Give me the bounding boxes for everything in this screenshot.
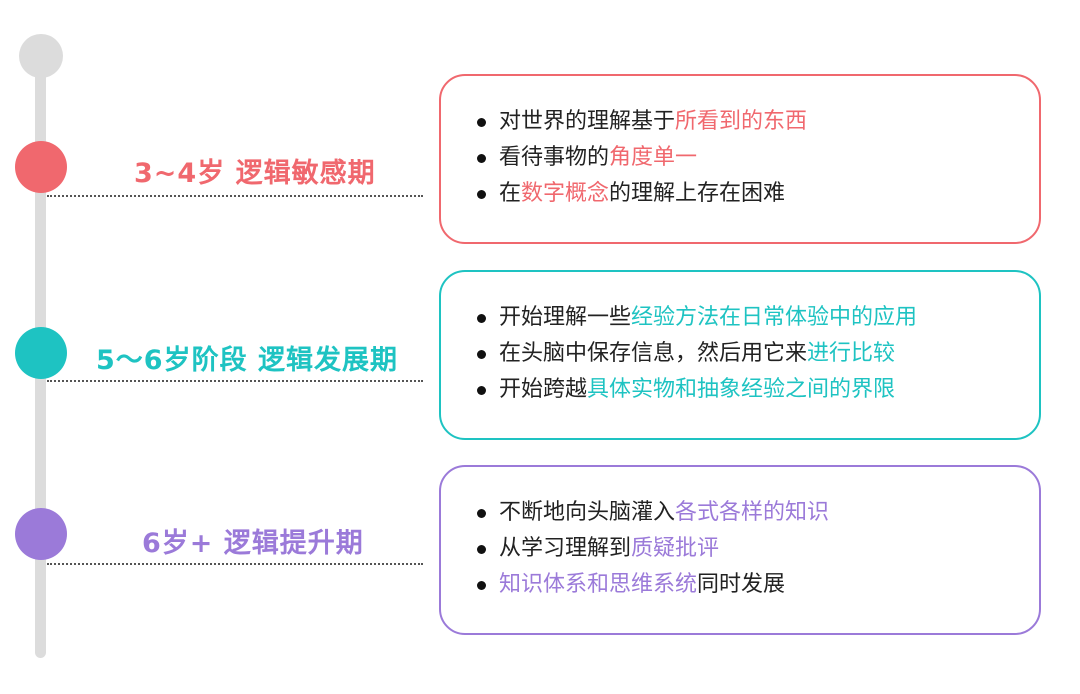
stage-3-card: 不断地向头脑灌入各式各样的知识 从学习理解到质疑批评 知识体系和思维系统同时发展 bbox=[439, 465, 1041, 635]
bullet-icon bbox=[477, 154, 486, 163]
timeline-start-dot bbox=[19, 34, 63, 78]
list-item: 知识体系和思维系统同时发展 bbox=[477, 567, 829, 603]
list-item: 开始理解一些经验方法在日常体验中的应用 bbox=[477, 300, 917, 336]
list-item: 不断地向头脑灌入各式各样的知识 bbox=[477, 495, 829, 531]
bullet-icon bbox=[477, 386, 486, 395]
list-item: 从学习理解到质疑批评 bbox=[477, 531, 829, 567]
bullet-icon bbox=[477, 118, 486, 127]
bullet-icon bbox=[477, 350, 486, 359]
stage-2-connector bbox=[47, 380, 423, 382]
stage-2-dot bbox=[15, 327, 67, 379]
bullet-icon bbox=[477, 581, 486, 590]
list-item: 对世界的理解基于所看到的东西 bbox=[477, 104, 807, 140]
stage-3-list: 不断地向头脑灌入各式各样的知识 从学习理解到质疑批评 知识体系和思维系统同时发展 bbox=[477, 495, 829, 603]
stage-3-connector bbox=[47, 563, 423, 565]
stage-2-list: 开始理解一些经验方法在日常体验中的应用 在头脑中保存信息，然后用它来进行比较 开… bbox=[477, 300, 917, 408]
bullet-icon bbox=[477, 190, 486, 199]
list-item: 在头脑中保存信息，然后用它来进行比较 bbox=[477, 336, 917, 372]
stage-3-title: 6岁+ 逻辑提升期 bbox=[142, 528, 364, 559]
stage-1-list: 对世界的理解基于所看到的东西 看待事物的角度单一 在数字概念的理解上存在困难 bbox=[477, 104, 807, 212]
list-item: 开始跨越具体实物和抽象经验之间的界限 bbox=[477, 372, 917, 408]
stage-3-dot bbox=[15, 508, 67, 560]
bullet-icon bbox=[477, 545, 486, 554]
list-item: 在数字概念的理解上存在困难 bbox=[477, 176, 807, 212]
list-item: 看待事物的角度单一 bbox=[477, 140, 807, 176]
bullet-icon bbox=[477, 314, 486, 323]
stage-2-card: 开始理解一些经验方法在日常体验中的应用 在头脑中保存信息，然后用它来进行比较 开… bbox=[439, 270, 1041, 440]
stage-2-title: 5〜6岁阶段 逻辑发展期 bbox=[96, 345, 398, 376]
bullet-icon bbox=[477, 509, 486, 518]
stage-1-title: 3~4岁 逻辑敏感期 bbox=[134, 158, 376, 189]
stage-1-dot bbox=[15, 141, 67, 193]
stage-1-connector bbox=[47, 195, 423, 197]
stage-1-card: 对世界的理解基于所看到的东西 看待事物的角度单一 在数字概念的理解上存在困难 bbox=[439, 74, 1041, 244]
